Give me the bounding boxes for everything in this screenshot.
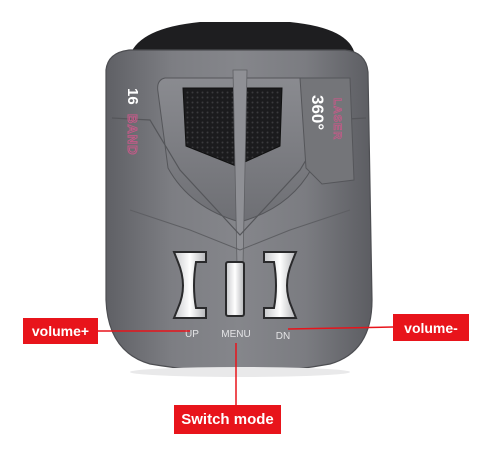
laser-badge-plate [299, 77, 355, 185]
down-label: DN [276, 331, 290, 342]
coverage-text: 360° [308, 95, 327, 130]
menu-label: MENU [221, 329, 250, 340]
laser-word-group: LASER [331, 98, 344, 141]
laser-label-group: 360° [308, 95, 327, 130]
volume-down-leader [287, 326, 394, 330]
menu-button[interactable] [225, 261, 245, 317]
up-label: UP [185, 329, 199, 340]
down-button[interactable] [263, 251, 298, 319]
volume-up-callout: volume+ [23, 318, 98, 344]
device-shadow [130, 367, 350, 377]
band-label-group: 16 BAND [124, 88, 141, 156]
volume-down-callout: volume- [393, 314, 469, 341]
band-word-text: BAND [125, 114, 140, 156]
band-count-text: 16 [124, 88, 141, 105]
up-button[interactable] [172, 251, 207, 319]
lower-wing-lines [129, 209, 351, 251]
speaker-grille [182, 87, 283, 167]
laser-word-text: LASER [331, 98, 343, 140]
switch-mode-callout: Switch mode [174, 405, 281, 434]
top-cap [130, 22, 355, 55]
